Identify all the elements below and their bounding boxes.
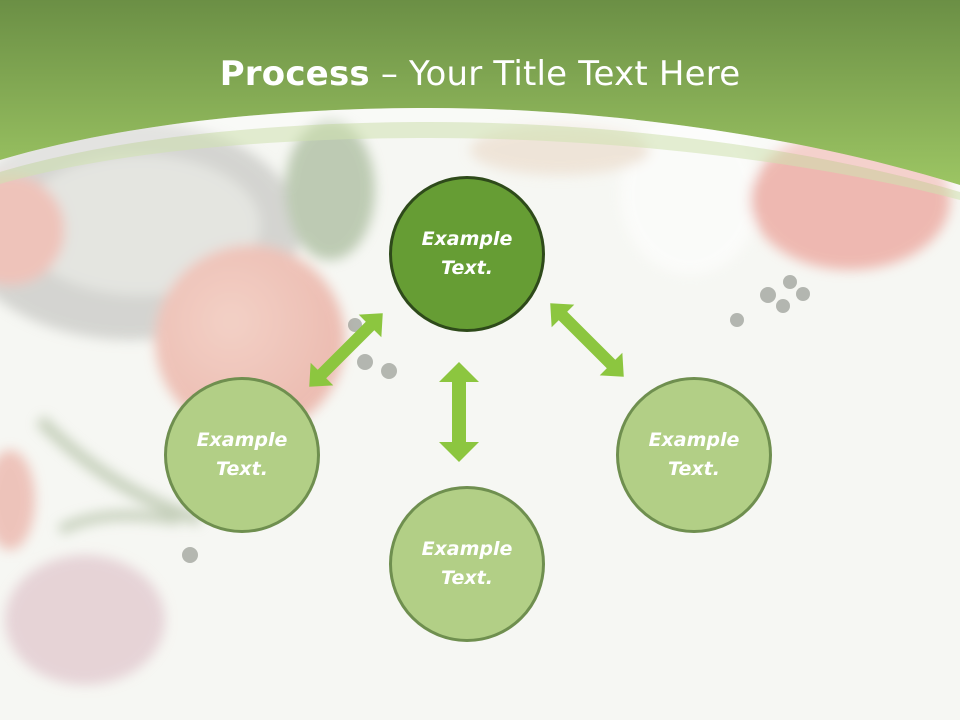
- node-center-line1: Example: [421, 228, 513, 250]
- node-center-line2: Text.: [441, 257, 493, 279]
- node-left-line1: Example: [196, 429, 288, 451]
- title-rest: – Your Title Text Here: [369, 54, 741, 94]
- node-bottom-line2: Text.: [441, 567, 493, 589]
- node-left-line2: Text.: [216, 458, 268, 480]
- node-right-line1: Example: [648, 429, 740, 451]
- process-node-right[interactable]: Example Text.: [616, 377, 772, 533]
- title-bold: Process: [219, 54, 370, 94]
- node-right-line2: Text.: [668, 458, 720, 480]
- process-node-center[interactable]: Example Text.: [389, 176, 545, 332]
- process-node-left[interactable]: Example Text.: [164, 377, 320, 533]
- process-node-bottom[interactable]: Example Text.: [389, 486, 545, 642]
- slide-title: Process – Your Title Text Here: [0, 52, 960, 96]
- node-bottom-line1: Example: [421, 538, 513, 560]
